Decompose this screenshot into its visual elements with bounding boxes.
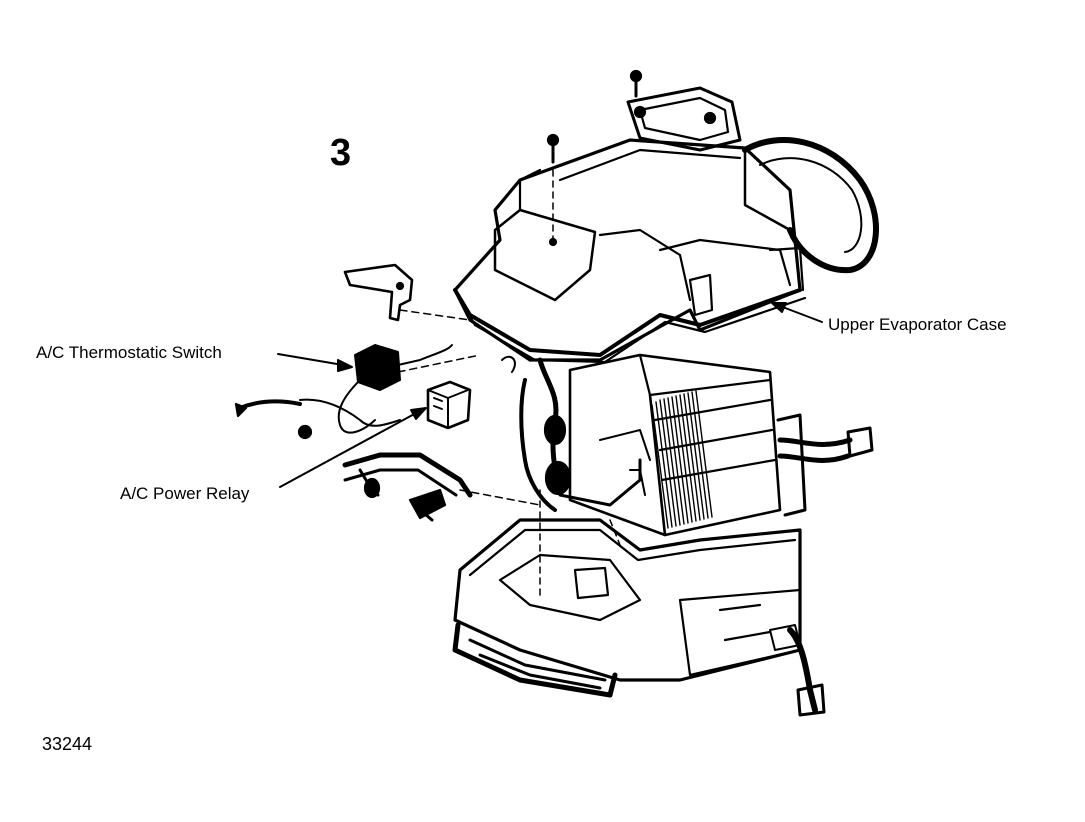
thermostatic-switch-label: A/C Thermostatic Switch xyxy=(36,343,222,362)
upper-evaporator-case xyxy=(453,69,879,364)
mounting-bracket xyxy=(343,263,471,322)
figure-number: 33244 xyxy=(42,734,93,754)
step-number: 3 xyxy=(330,132,352,174)
leader-lines xyxy=(277,302,823,488)
upper-evaporator-case-label: Upper Evaporator Case xyxy=(828,315,1007,334)
expansion-tube-assembly xyxy=(501,355,651,512)
power-relay-label: A/C Power Relay xyxy=(120,484,250,503)
thermostatic-switch xyxy=(234,344,481,440)
pressure-line xyxy=(342,452,541,522)
lower-evaporator-case xyxy=(452,489,826,717)
evaporator-core xyxy=(568,353,782,537)
outlet-pipe xyxy=(776,413,874,517)
power-relay xyxy=(426,380,472,430)
